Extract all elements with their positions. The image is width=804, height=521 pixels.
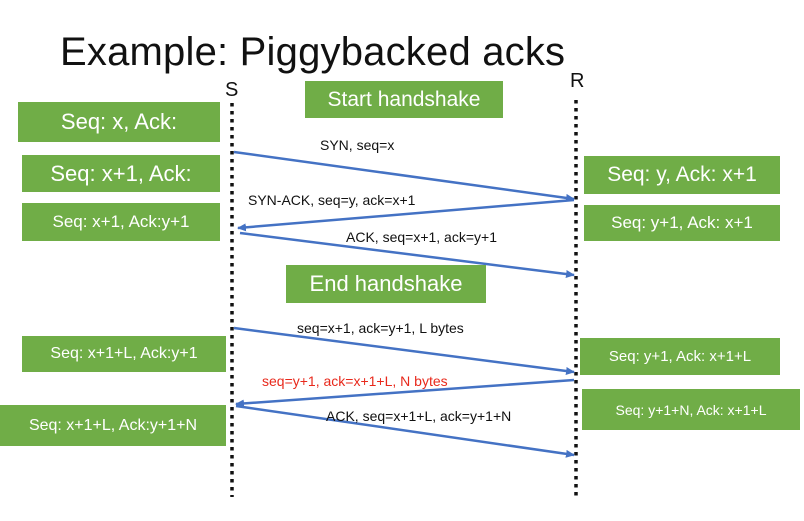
syn-ack-arrow: [237, 198, 575, 232]
final-ack-message-label: ACK, seq=x+1+L, ack=y+1+N: [326, 408, 512, 424]
receiver-state-0: Seq: y, Ack: x+1: [584, 156, 780, 194]
data-l-arrow: [233, 326, 575, 375]
ack-message-label: ACK, seq=x+1, ack=y+1: [346, 229, 497, 245]
data-n-message-label: seq=y+1, ack=x+1+L, N bytes: [262, 373, 448, 389]
syn-arrow: [233, 150, 575, 202]
sender-state-0: Seq: x, Ack:: [18, 102, 220, 142]
final-ack-arrow: [235, 404, 575, 458]
receiver-state-3: Seq: y+1+N, Ack: x+1+L: [582, 389, 800, 430]
sender-label: S: [225, 79, 239, 101]
sender-state-3: Seq: x+1+L, Ack:y+1: [22, 336, 226, 372]
syn-message-label: SYN, seq=x: [320, 137, 395, 153]
data-n-arrow: [235, 378, 575, 408]
receiver-state-1: Seq: y+1, Ack: x+1: [584, 205, 780, 241]
sender-state-2: Seq: x+1, Ack:y+1: [22, 203, 220, 241]
receiver-label: R: [570, 70, 585, 92]
sender-state-1: Seq: x+1, Ack:: [22, 155, 220, 192]
receiver-state-2: Seq: y+1, Ack: x+1+L: [580, 338, 780, 375]
page-title: Example: Piggybacked acks: [60, 30, 566, 74]
syn-ack-message-label: SYN-ACK, seq=y, ack=x+1: [248, 192, 416, 208]
start-handshake-label: Start handshake: [305, 81, 503, 118]
end-handshake-label: End handshake: [286, 265, 486, 303]
ack-arrow: [239, 231, 575, 278]
sender-state-4: Seq: x+1+L, Ack:y+1+N: [0, 405, 226, 446]
data-l-message-label: seq=x+1, ack=y+1, L bytes: [297, 320, 464, 336]
